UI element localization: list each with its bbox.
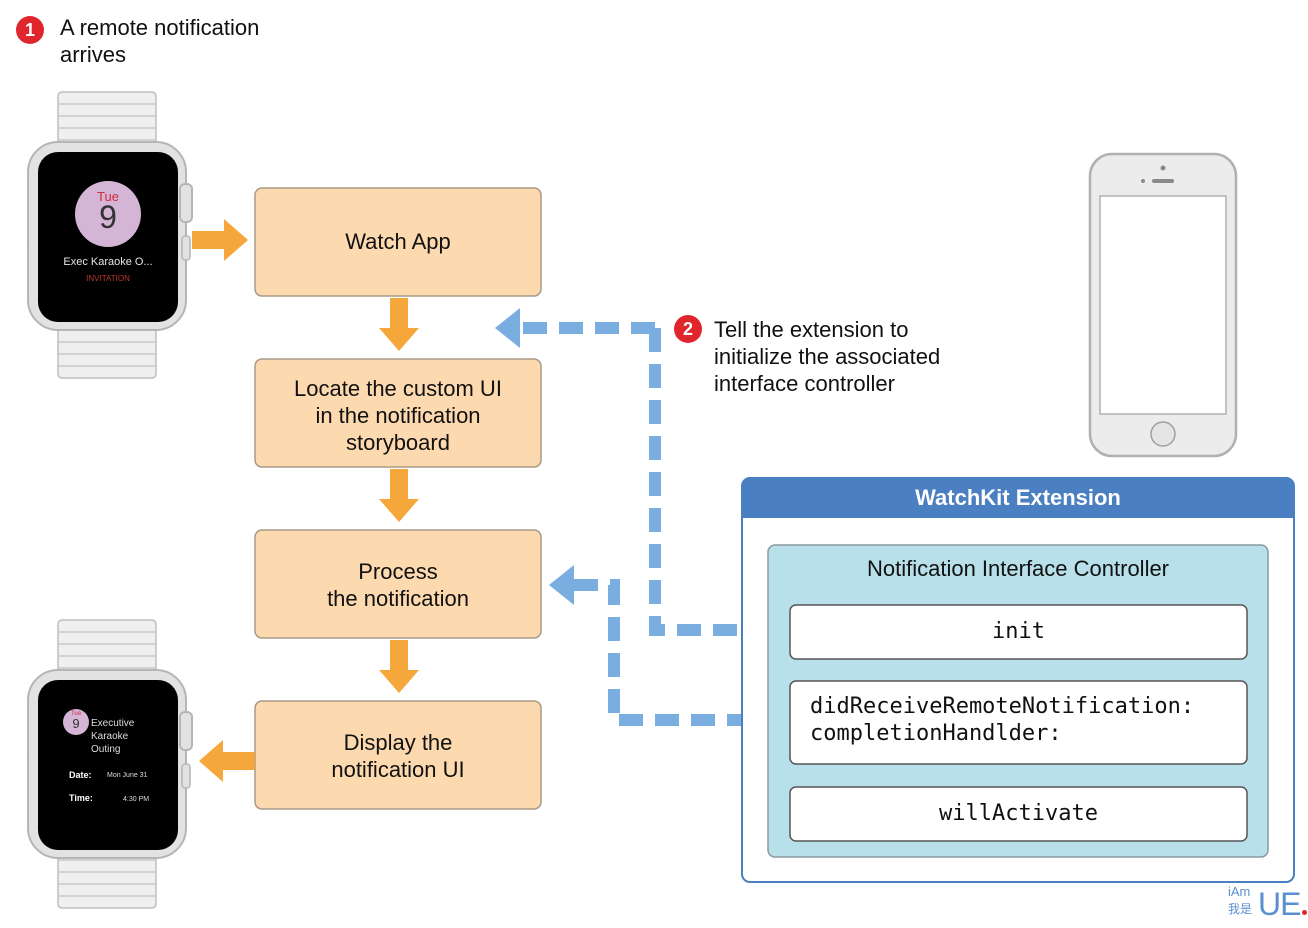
- arrow-process-to-display: [379, 640, 419, 693]
- iphone-illustration: [1088, 152, 1238, 458]
- watch-bottom-illustration: [27, 619, 193, 909]
- locate-ui-label: Locate the custom UI in the notification…: [294, 376, 502, 455]
- watch-bottom-date: 9: [72, 716, 80, 731]
- notification-controller-title: Notification Interface Controller: [866, 556, 1170, 581]
- watchkit-extension-title: WatchKit Extension: [915, 485, 1121, 510]
- watermark-logo: iAm 我是 UE: [1228, 884, 1308, 924]
- watermark-dot: [1302, 910, 1307, 915]
- init-method-box: [789, 604, 1248, 660]
- init-method-label: init: [992, 619, 1045, 644]
- will-activate-method-box: [789, 786, 1248, 842]
- watch-top-tag: INVITATION: [86, 274, 130, 283]
- arrow-app-to-locate: [379, 298, 419, 351]
- watch-bottom-date-value: Mon June 31: [107, 772, 148, 779]
- watch-bottom-date-label: Date:: [69, 770, 92, 780]
- did-receive-method-label: didReceiveRemoteNotification: completion…: [810, 694, 1195, 746]
- arrow-watch-to-app: [192, 219, 248, 261]
- will-activate-method-label: willActivate: [939, 801, 1098, 826]
- arrow-display-to-watch: [199, 740, 255, 782]
- step-2-text: Tell the extension to initialize the ass…: [714, 317, 941, 396]
- watermark-cn-text: 我是: [1228, 902, 1253, 916]
- locate-ui-box: [254, 358, 542, 468]
- step-1-badge: 1: [16, 16, 44, 44]
- watch-bottom-day: Tue: [70, 711, 82, 717]
- watch-top-date: 9: [99, 199, 117, 235]
- step-2-badge: 2: [674, 315, 702, 343]
- step-1-text: A remote notification arrives: [60, 15, 260, 67]
- watch-top-event: Exec Karaoke O...: [63, 256, 153, 268]
- watch-bottom-event: Executive Karaoke Outing: [91, 718, 135, 755]
- watch-bottom-time-label: Time:: [69, 793, 93, 803]
- display-label: Display the notification UI: [331, 730, 465, 782]
- watch-bottom-time-value: 4:30 PM: [123, 796, 150, 803]
- watch-app-label: Watch App: [345, 229, 451, 254]
- watermark-small-text: iAm: [1228, 884, 1251, 899]
- watch-top-illustration: [27, 91, 193, 379]
- watch-top-day: Tue: [97, 189, 119, 204]
- watermark-big-text: UE: [1258, 886, 1301, 922]
- did-receive-method-box: [789, 680, 1248, 765]
- process-label: Process the notification: [327, 559, 469, 611]
- arrow-locate-to-process: [379, 469, 419, 522]
- watch-app-box: [254, 187, 542, 297]
- process-box: [254, 529, 542, 639]
